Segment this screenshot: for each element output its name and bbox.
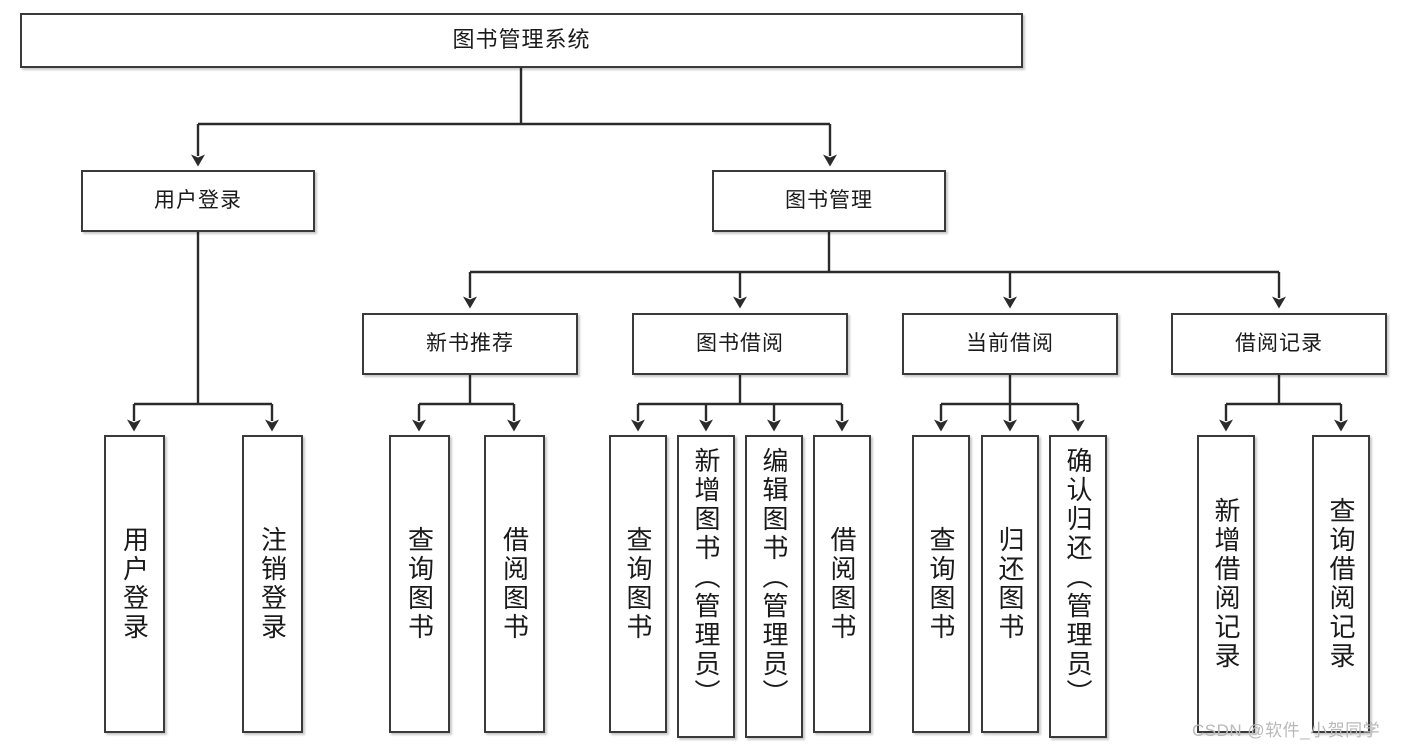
node-label: 注销登录: [257, 526, 288, 642]
node-book-borrow[interactable]: 图书借阅: [632, 313, 848, 375]
node-label: 借阅记录: [1235, 332, 1323, 356]
node-label: 新增借阅记录: [1211, 497, 1242, 671]
leaf-current-borrow-return[interactable]: 归还图书: [981, 435, 1039, 733]
leaf-new-book-borrow[interactable]: 借阅图书: [484, 435, 545, 733]
node-label: 查询图书: [926, 526, 957, 642]
node-label: 用户登录: [119, 526, 150, 642]
node-current-borrow[interactable]: 当前借阅: [902, 313, 1118, 375]
node-user-login[interactable]: 用户登录: [81, 170, 315, 232]
node-book-management[interactable]: 图书管理: [712, 170, 946, 232]
node-label: 用户登录: [154, 189, 242, 213]
node-label: 查询借阅记录: [1326, 497, 1357, 671]
leaf-current-borrow-query[interactable]: 查询图书: [912, 435, 970, 733]
csdn-watermark: CSDN @软件_小贺同学: [1192, 721, 1381, 740]
leaf-book-borrow-edit[interactable]: 编辑图书（管理员）: [745, 435, 803, 738]
node-new-book-recommend[interactable]: 新书推荐: [362, 313, 578, 375]
leaf-new-book-query[interactable]: 查询图书: [389, 435, 450, 733]
node-label: 借阅图书: [827, 526, 858, 642]
node-label: 图书管理: [785, 189, 873, 213]
node-label: 编辑图书（管理员）: [759, 447, 790, 708]
leaf-borrow-record-add[interactable]: 新增借阅记录: [1197, 435, 1255, 733]
leaf-book-borrow-borrow[interactable]: 借阅图书: [813, 435, 871, 733]
node-borrow-record[interactable]: 借阅记录: [1171, 313, 1387, 375]
leaf-user-login-logout[interactable]: 注销登录: [242, 435, 303, 733]
leaf-current-borrow-confirm-return[interactable]: 确认归还（管理员）: [1049, 435, 1107, 738]
node-label: 图书借阅: [696, 332, 784, 356]
node-root-system[interactable]: 图书管理系统: [20, 13, 1023, 68]
node-label: 当前借阅: [966, 332, 1054, 356]
node-label: 确认归还（管理员）: [1063, 447, 1094, 708]
leaf-borrow-record-query[interactable]: 查询借阅记录: [1312, 435, 1370, 733]
node-label: 查询图书: [623, 526, 654, 642]
node-label: 查询图书: [404, 526, 435, 642]
leaf-book-borrow-add[interactable]: 新增图书（管理员）: [677, 435, 735, 738]
node-label: 借阅图书: [499, 526, 530, 642]
node-label: 新书推荐: [426, 332, 514, 356]
node-label: 归还图书: [995, 526, 1026, 642]
node-label: 新增图书（管理员）: [691, 447, 722, 708]
leaf-user-login-login[interactable]: 用户登录: [104, 435, 165, 733]
leaf-book-borrow-query[interactable]: 查询图书: [609, 435, 667, 733]
node-label: 图书管理系统: [452, 27, 591, 53]
